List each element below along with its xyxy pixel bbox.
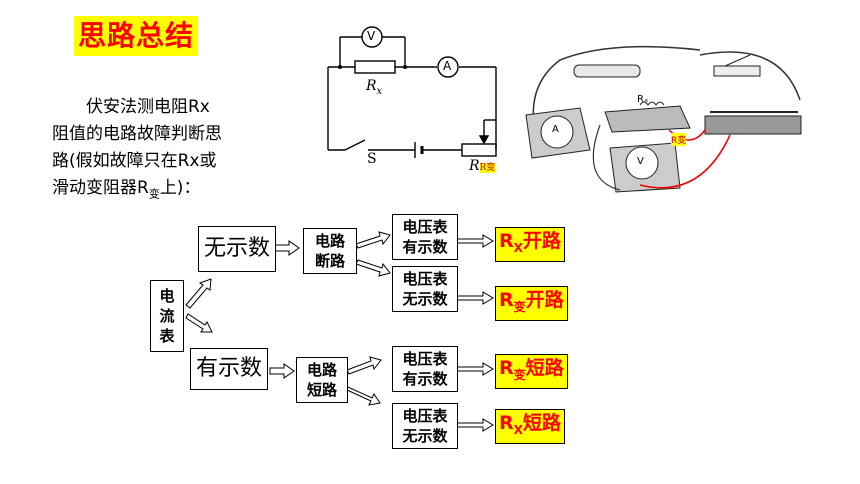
photo-rbian-label: R变 bbox=[671, 133, 687, 146]
rheostat-label-sub: R变 bbox=[479, 163, 496, 173]
no-reading-box: 无示数 bbox=[198, 226, 276, 272]
result-rbian-open: R变开路 bbox=[495, 286, 568, 321]
ammeter-box: 电 流 表 bbox=[150, 280, 184, 352]
result-rx-open-r: R bbox=[499, 230, 514, 252]
arrow-to-r2 bbox=[456, 291, 494, 305]
voltmeter-symbol bbox=[361, 26, 383, 48]
intro-text: 伏安法测电阻Rx 阻值的电路故障判断思 路(假如故障只在Rx或 滑动变阻器R变上… bbox=[52, 94, 292, 207]
intro-line-4-a: 滑动变阻器R bbox=[52, 178, 149, 198]
intro-line-1: 伏安法测电阻Rx bbox=[86, 97, 210, 117]
arrow-to-r4 bbox=[456, 418, 494, 432]
apparatus-photo bbox=[525, 45, 802, 193]
result-rbian-short-sub: 变 bbox=[513, 367, 526, 382]
arrow-none-to-open bbox=[274, 240, 300, 256]
arrow-open-to-vnone bbox=[355, 259, 391, 277]
photo-voltmeter-letter: V bbox=[637, 156, 644, 167]
arrow-short-to-vhas bbox=[346, 356, 382, 375]
result-rx-open-text: 开路 bbox=[522, 230, 561, 252]
rheostat-label: RR变 bbox=[469, 158, 496, 174]
result-rx-short: RX短路 bbox=[495, 409, 565, 444]
intro-line-4-sub: 变 bbox=[148, 187, 160, 201]
ammeter-symbol bbox=[437, 56, 459, 78]
rx-label-main: R bbox=[366, 78, 377, 94]
arrow-amm-up bbox=[185, 278, 212, 309]
voltmeter-has-box-1: 电压表 有示数 bbox=[392, 214, 458, 260]
rx-label: Rx bbox=[366, 78, 382, 97]
result-rx-short-r: R bbox=[499, 412, 514, 434]
intro-line-3: 路(假如故障只在Rx或 bbox=[52, 151, 217, 171]
arrow-has-to-short bbox=[269, 363, 295, 379]
result-rx-open-sub: X bbox=[513, 240, 523, 255]
open-circuit-box: 电路 断路 bbox=[303, 228, 357, 274]
arrow-open-to-vhas bbox=[355, 231, 391, 249]
photo-ammeter-letter: A bbox=[552, 124, 559, 135]
result-rbian-open-text: 开路 bbox=[525, 289, 564, 311]
arrow-to-r3 bbox=[456, 362, 494, 376]
switch-label: S bbox=[367, 151, 377, 167]
short-circuit-box: 电路 短路 bbox=[296, 357, 348, 403]
rx-label-sub: x bbox=[376, 85, 383, 97]
voltmeter-none-box-1: 电压表 无示数 bbox=[392, 266, 458, 312]
has-reading-box: 有示数 bbox=[190, 348, 268, 390]
result-rbian-short: R变短路 bbox=[495, 354, 568, 389]
rheostat-symbol bbox=[461, 143, 497, 157]
voltmeter-letter: V bbox=[367, 29, 376, 43]
arrow-short-to-vnone bbox=[346, 386, 381, 406]
ammeter-letter: A bbox=[443, 59, 452, 73]
slide-title: 思路总结 bbox=[74, 16, 199, 56]
arrow-to-r1 bbox=[456, 234, 494, 248]
intro-line-4: 滑动变阻器R变上)： bbox=[52, 175, 292, 207]
result-rbian-open-sub: 变 bbox=[513, 299, 526, 314]
result-rx-short-sub: X bbox=[513, 422, 523, 437]
voltmeter-has-box-2: 电压表 有示数 bbox=[392, 346, 458, 392]
intro-line-2: 阻值的电路故障判断思 bbox=[52, 124, 222, 144]
result-rbian-short-r: R bbox=[499, 357, 514, 379]
intro-line-4-b: 上)： bbox=[159, 178, 201, 198]
result-rbian-short-text: 短路 bbox=[525, 357, 564, 379]
result-rx-short-text: 短路 bbox=[522, 412, 561, 434]
voltmeter-none-box-2: 电压表 无示数 bbox=[392, 403, 458, 449]
rheostat-label-main: R bbox=[469, 158, 480, 174]
arrow-amm-down bbox=[185, 313, 213, 333]
result-rx-open: RX开路 bbox=[495, 227, 565, 262]
result-rbian-open-r: R bbox=[499, 289, 514, 311]
photo-rx-label: Rₓ bbox=[637, 94, 649, 105]
switch-symbol bbox=[344, 139, 366, 151]
